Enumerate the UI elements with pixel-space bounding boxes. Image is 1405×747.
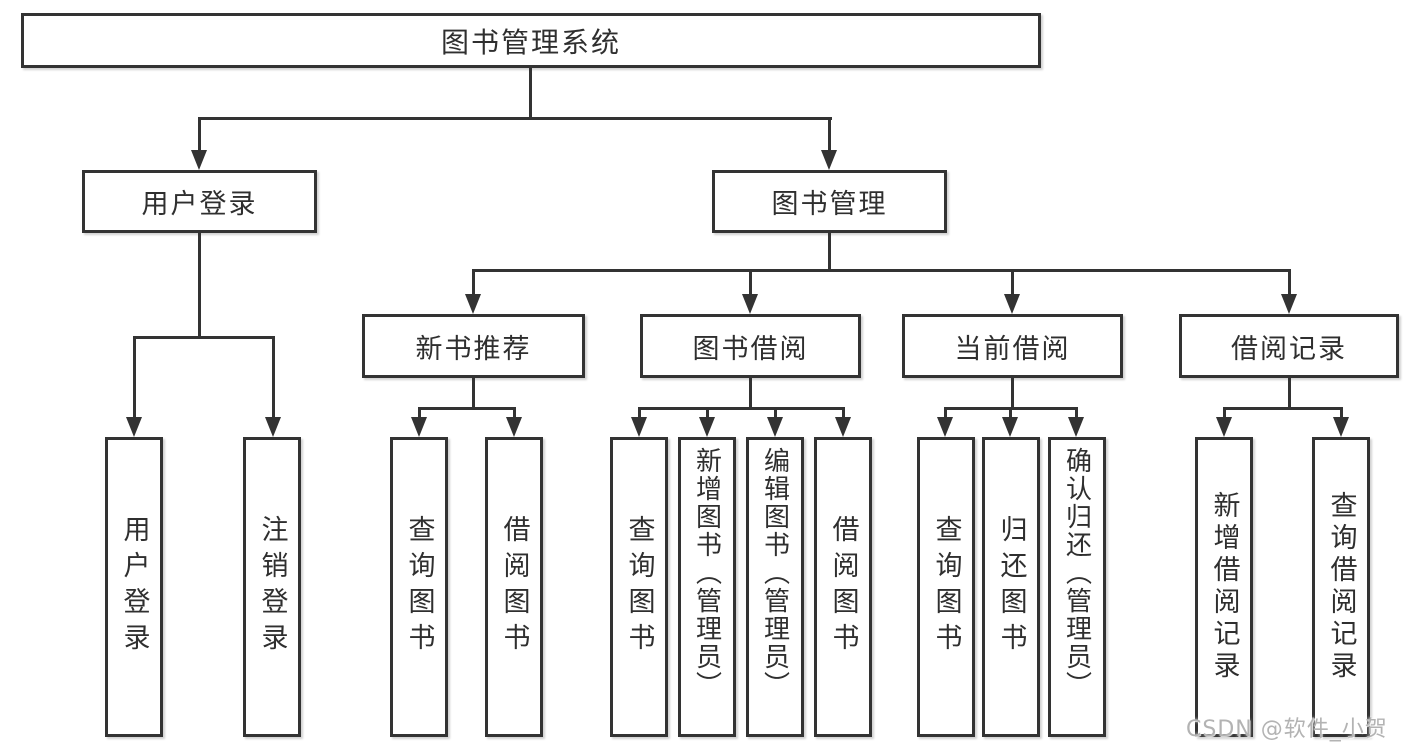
- arrow-down-icon: [742, 294, 758, 314]
- connector-line: [418, 407, 421, 418]
- connector-line: [133, 336, 275, 339]
- arrow-down-icon: [265, 417, 281, 437]
- connector-line: [842, 407, 845, 418]
- leaf-return-books: 归还图书: [982, 437, 1040, 737]
- connector-line: [472, 269, 475, 296]
- connector-line: [774, 407, 777, 418]
- connector-line: [1011, 269, 1014, 296]
- arrow-down-icon: [835, 417, 851, 437]
- connector-line: [1223, 407, 1226, 418]
- arrow-down-icon: [1281, 294, 1297, 314]
- connector-line: [749, 269, 752, 296]
- connector-line: [513, 407, 516, 418]
- leaf-user-login: 用户登录: [105, 437, 163, 737]
- leaf-query-books-borrow: 查询图书: [610, 437, 668, 737]
- arrow-down-icon: [1216, 417, 1232, 437]
- leaf-borrow-books-recommend: 借阅图书: [485, 437, 543, 737]
- arrow-down-icon: [937, 417, 953, 437]
- connector-line: [1009, 407, 1012, 418]
- connector-line: [198, 117, 201, 152]
- connector-line: [706, 407, 709, 418]
- connector-line: [638, 407, 641, 418]
- connector-line: [828, 117, 831, 152]
- leaf-borrow-books: 借阅图书: [814, 437, 872, 737]
- connector-line: [1011, 378, 1014, 409]
- connector-line: [272, 336, 275, 418]
- arrow-down-icon: [631, 417, 647, 437]
- node-current-borrow: 当前借阅: [902, 314, 1123, 378]
- connector-line: [198, 117, 832, 120]
- leaf-query-books-recommend: 查询图书: [390, 437, 448, 737]
- leaf-add-book-admin: 新增图书（管理员）: [678, 437, 736, 737]
- leaf-add-borrow-record: 新增借阅记录: [1195, 437, 1253, 737]
- connector-line: [1288, 378, 1291, 409]
- arrow-down-icon: [699, 417, 715, 437]
- arrow-down-icon: [506, 417, 522, 437]
- connector-line: [529, 68, 532, 118]
- connector-line: [418, 407, 516, 410]
- connector-line: [1340, 407, 1343, 418]
- arrow-down-icon: [1004, 294, 1020, 314]
- connector-line: [638, 407, 845, 410]
- arrow-down-icon: [465, 294, 481, 314]
- leaf-confirm-return-admin: 确认归还（管理员）: [1048, 437, 1106, 737]
- arrow-down-icon: [1333, 417, 1349, 437]
- connector-line: [1223, 407, 1343, 410]
- node-book-management: 图书管理: [712, 170, 947, 233]
- leaf-logout: 注销登录: [243, 437, 301, 737]
- arrow-down-icon: [126, 417, 142, 437]
- connector-line: [472, 269, 1291, 272]
- leaf-edit-book-admin: 编辑图书（管理员）: [746, 437, 804, 737]
- connector-line: [749, 378, 752, 409]
- connector-line: [1288, 269, 1291, 296]
- node-user-login: 用户登录: [82, 170, 317, 233]
- arrow-down-icon: [1068, 417, 1084, 437]
- connector-line: [472, 378, 475, 409]
- csdn-watermark: CSDN @软件_小贺同学: [1186, 717, 1388, 742]
- connector-line: [1075, 407, 1078, 418]
- leaf-query-books-current: 查询图书: [917, 437, 975, 737]
- arrow-down-icon: [767, 417, 783, 437]
- leaf-query-borrow-record: 查询借阅记录: [1312, 437, 1370, 737]
- node-book-borrow: 图书借阅: [640, 314, 861, 378]
- arrow-down-icon: [411, 417, 427, 437]
- node-library-system-root: 图书管理系统: [21, 13, 1041, 68]
- node-borrow-records: 借阅记录: [1179, 314, 1399, 378]
- arrow-down-icon: [191, 150, 207, 170]
- arrow-down-icon: [821, 150, 837, 170]
- connector-line: [198, 233, 201, 339]
- node-new-book-recommend: 新书推荐: [362, 314, 585, 378]
- connector-line: [944, 407, 947, 418]
- connector-line: [133, 336, 136, 418]
- arrow-down-icon: [1002, 417, 1018, 437]
- connector-line: [828, 233, 831, 271]
